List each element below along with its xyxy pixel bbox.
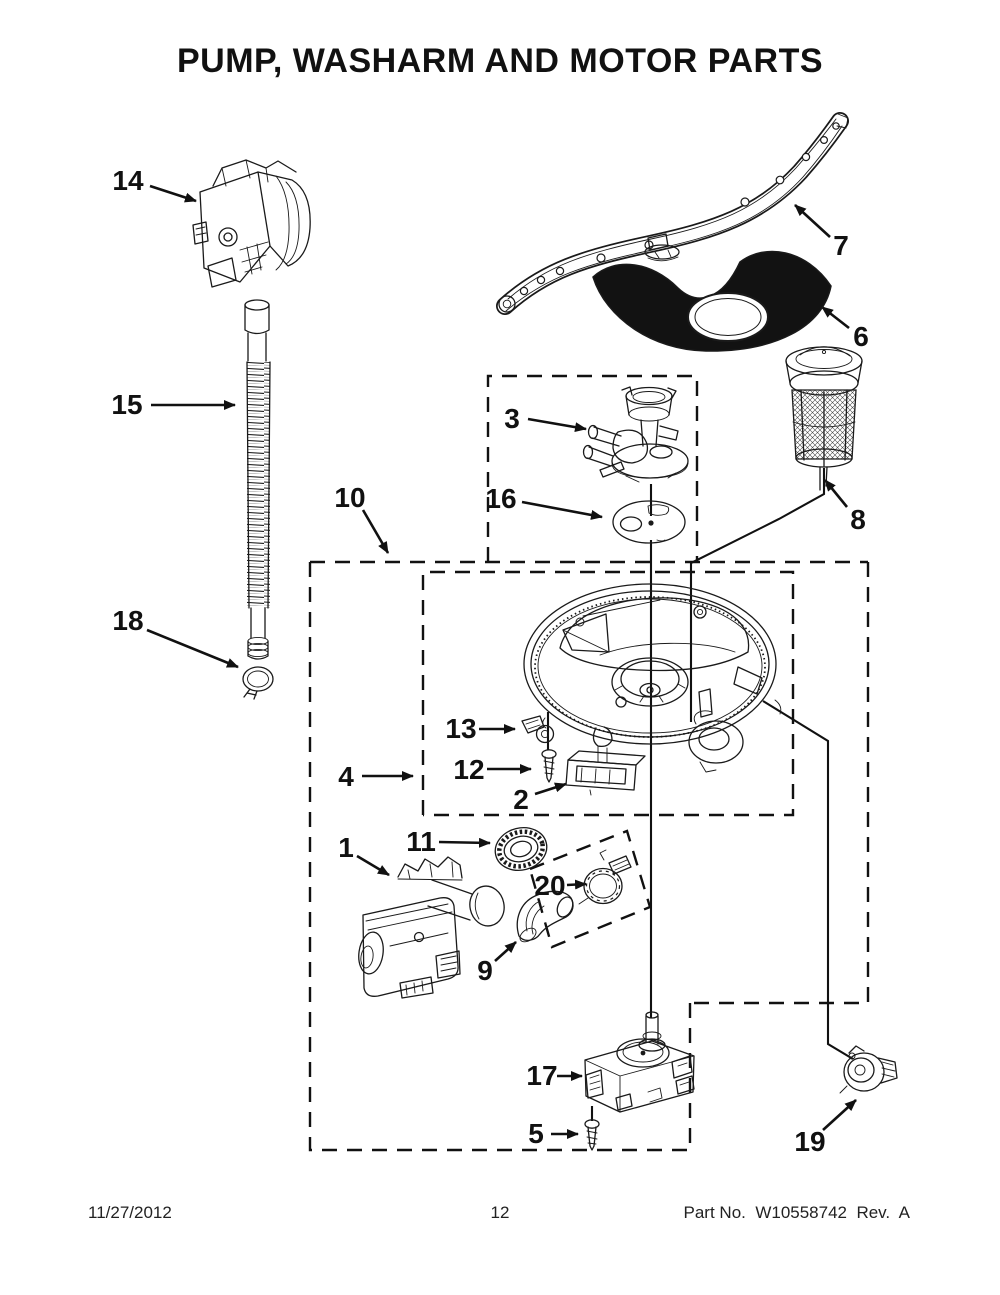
callout-14: 14 bbox=[112, 165, 144, 196]
callout-12: 12 bbox=[453, 754, 485, 785]
part-1-pump-motor bbox=[358, 856, 505, 999]
callout-8: 8 bbox=[850, 504, 866, 535]
footer-part-number: Part No. W10558742 Rev. A bbox=[683, 1203, 910, 1222]
part-6-shield bbox=[592, 250, 832, 352]
callout-15: 15 bbox=[111, 389, 143, 420]
callout-19: 19 bbox=[794, 1126, 826, 1157]
callout-4: 4 bbox=[338, 761, 354, 792]
part-9-elbow bbox=[516, 890, 574, 943]
part-7-wash-arm bbox=[496, 112, 849, 315]
part-17-diverter-motor bbox=[584, 1011, 695, 1113]
part-8-filter bbox=[785, 346, 863, 491]
part-2-connector bbox=[565, 750, 646, 796]
callout-11: 11 bbox=[406, 826, 436, 857]
callout-2: 2 bbox=[513, 784, 529, 815]
dashed-group-boxes bbox=[308, 374, 870, 1152]
footer-date: 11/27/2012 bbox=[88, 1203, 172, 1222]
part-13-clip bbox=[521, 715, 555, 744]
callout-17: 17 bbox=[526, 1060, 558, 1091]
part-15-drain-hose bbox=[244, 299, 271, 660]
callout-13: 13 bbox=[445, 713, 477, 744]
callout-5: 5 bbox=[528, 1118, 544, 1149]
part-12-screw bbox=[541, 749, 557, 783]
callout-arrows bbox=[146, 184, 857, 1139]
sump-body bbox=[523, 583, 782, 773]
page-title: PUMP, WASHARM AND MOTOR PARTS bbox=[176, 42, 824, 80]
part-19-thermostat bbox=[839, 1045, 898, 1094]
leader-lines bbox=[546, 468, 854, 1121]
callout-6: 6 bbox=[853, 321, 869, 352]
part-18-hose-clamp bbox=[242, 666, 274, 700]
callout-20: 20 bbox=[534, 870, 566, 901]
part-20-clamp bbox=[578, 849, 632, 905]
part-16-gasket-plate bbox=[612, 500, 686, 544]
callout-16: 16 bbox=[485, 483, 517, 514]
part-11-seal bbox=[494, 827, 548, 871]
callout-10: 10 bbox=[334, 482, 366, 513]
part-3-outlet-assembly bbox=[582, 386, 689, 483]
callout-3: 3 bbox=[504, 403, 520, 434]
footer-page-number: 12 bbox=[490, 1203, 510, 1222]
callout-1: 1 bbox=[338, 832, 354, 863]
callout-9: 9 bbox=[477, 955, 493, 986]
callout-7: 7 bbox=[833, 230, 849, 261]
part-5-screw bbox=[584, 1119, 600, 1151]
part-14-drain-pump bbox=[192, 159, 311, 288]
callout-18: 18 bbox=[112, 605, 144, 636]
